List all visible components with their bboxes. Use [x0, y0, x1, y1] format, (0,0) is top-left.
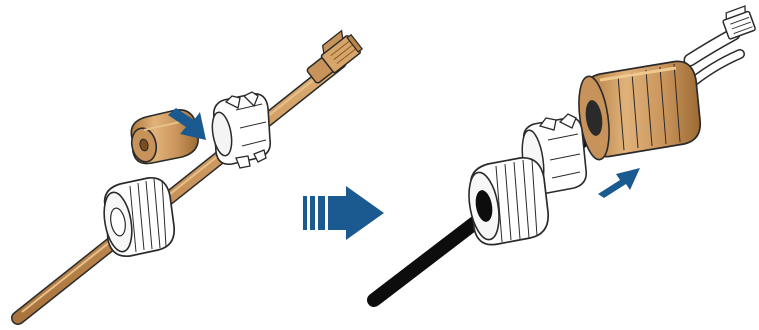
step-transition-arrow-icon	[303, 186, 384, 240]
swivel-nut-after	[464, 158, 548, 245]
push-arrow-icon	[598, 168, 640, 198]
connector-housing	[574, 61, 700, 161]
cable-tan	[18, 62, 340, 318]
swivel-nut-before	[100, 178, 174, 256]
panel-after	[374, 5, 756, 300]
clamping-claw-before	[209, 92, 270, 168]
panel-before	[18, 28, 363, 318]
